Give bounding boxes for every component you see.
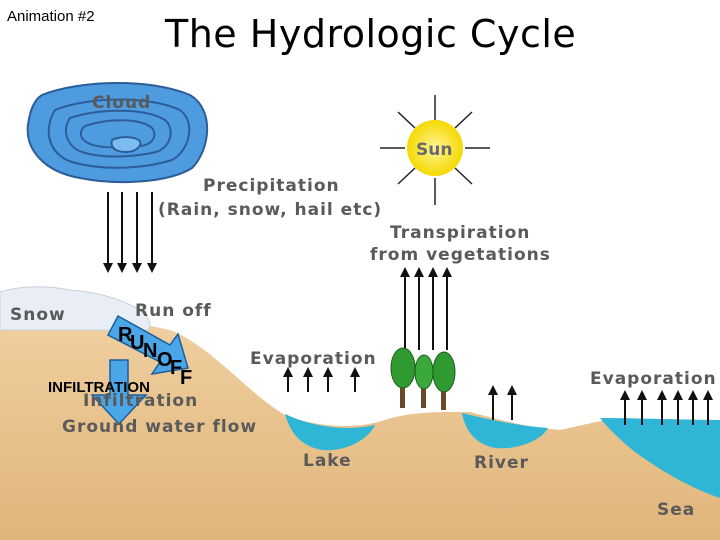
evaporation-label-right: Evaporation [590,369,717,389]
page-title: The Hydrologic Cycle [165,12,577,56]
evaporation-arrows-river [488,385,517,420]
sea-label: Sea [657,500,695,520]
runoff-arrow [106,314,189,376]
sun-shape [380,95,490,205]
animation-label: Animation #2 [7,8,95,25]
runoff-letter: F [180,367,192,389]
runoff-letter: F [170,357,182,379]
tree-icon [390,347,416,408]
runoff-letter: N [143,340,157,362]
runoff-letter: U [130,332,144,354]
snow-label: Snow [10,305,66,325]
river-label: River [474,453,529,473]
evaporation-label-left: Evaporation [250,349,377,369]
cloud-shape [26,82,209,184]
tree-icon [432,351,456,410]
lake-water [285,414,375,451]
sun-label: Sun [416,140,452,160]
runoff-overlay-text: R U N O F F [118,324,192,389]
transpiration-arrows [400,267,452,350]
sea-water [600,418,720,498]
tree-icon [414,354,434,408]
runoff-letter: R [118,324,133,346]
evaporation-arrows-right [620,390,713,425]
infiltration-overlay-text: INFILTRATION [48,379,150,396]
ground-water-flow-label: Ground water flow [62,417,257,437]
infiltration-label: Infiltration [83,391,198,411]
cloud-label: Cloud [92,93,151,113]
evaporation-arrows-left [283,367,360,392]
snow-patch [0,286,151,331]
river-water [462,413,548,449]
transpiration-label-line2: from vegetations [370,245,551,265]
run-off-label: Run off [135,301,212,321]
transpiration-label-line1: Transpiration [390,223,530,243]
lake-label: Lake [303,451,352,471]
precipitation-arrows [103,192,157,273]
precipitation-label-line1: Precipitation [203,176,340,196]
runoff-letter: O [157,349,173,371]
infiltration-arrow [90,359,148,426]
precipitation-label-line2: (Rain, snow, hail etc) [158,200,382,220]
